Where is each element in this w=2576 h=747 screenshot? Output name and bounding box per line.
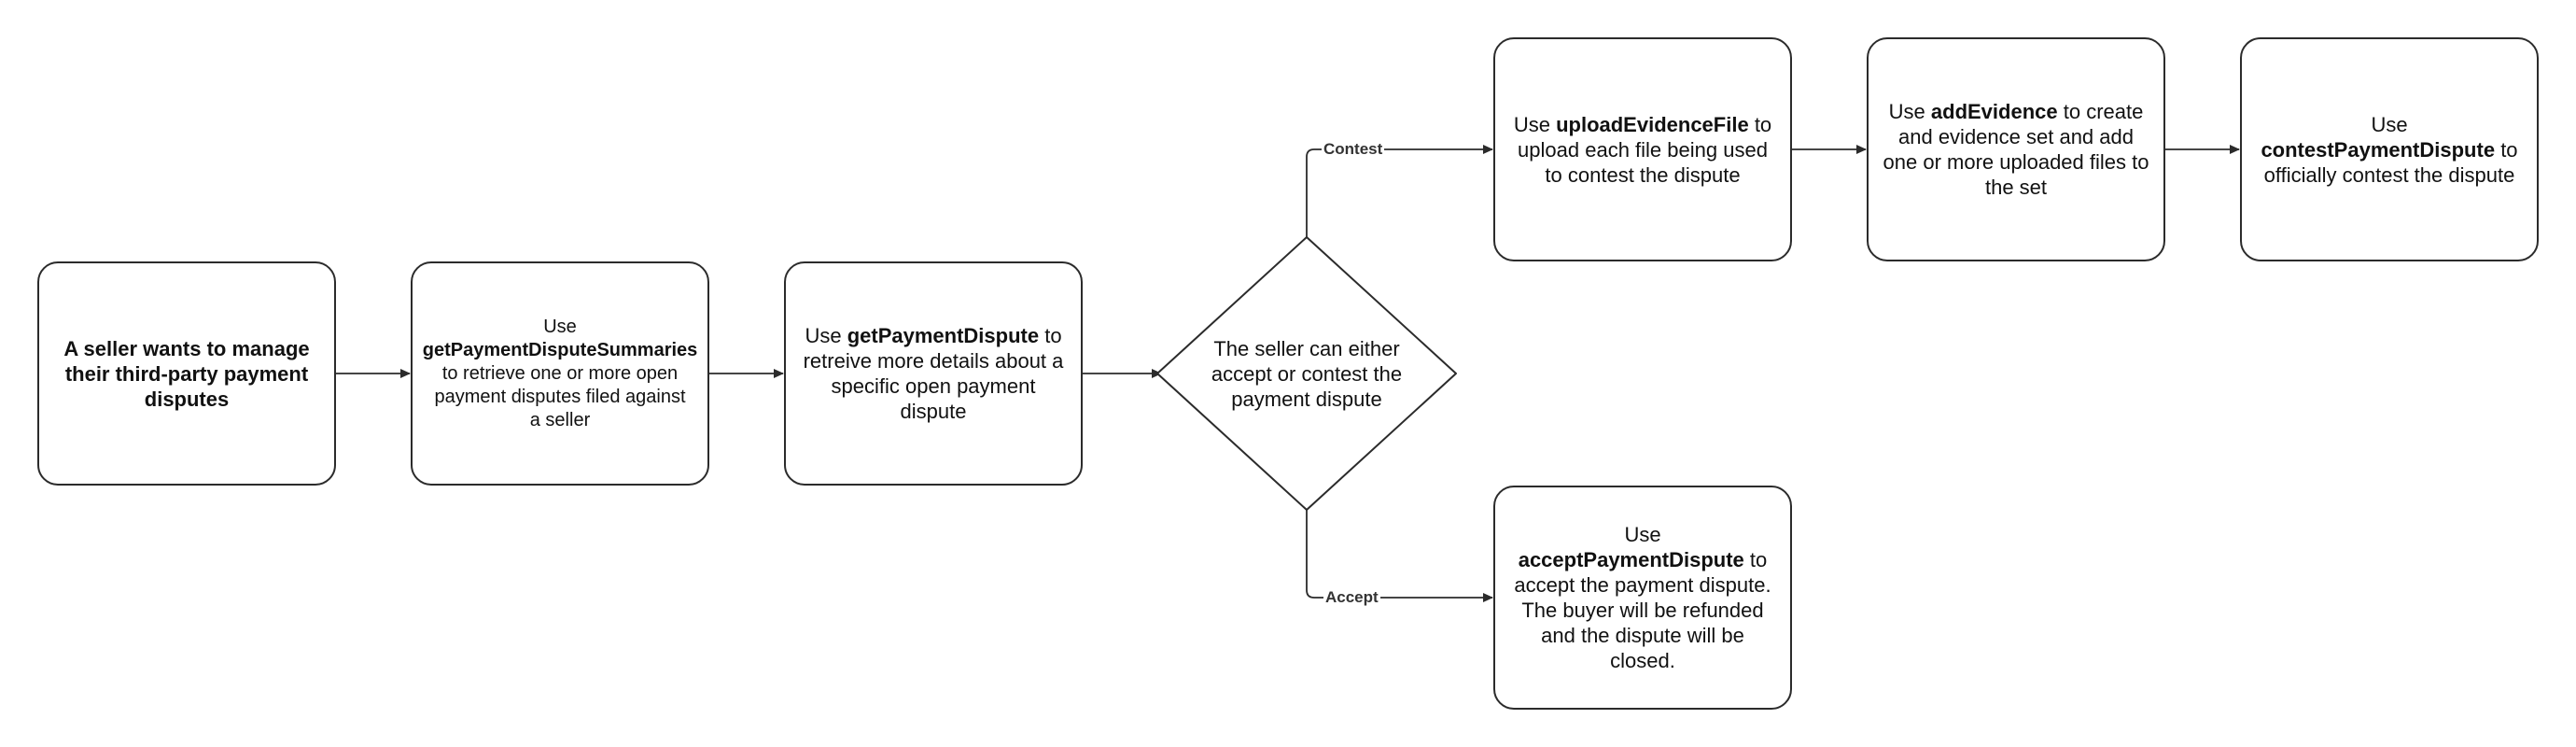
add-evidence-text: Use addEvidence to create and evidence s… (1882, 99, 2150, 200)
get-dispute-description: to retreive more details about a specifi… (803, 324, 1064, 423)
get-dispute-text: Use getPaymentDispute to retreive more d… (803, 323, 1064, 424)
contest-dispute-node: Use contestPaymentDispute to officially … (2240, 37, 2539, 261)
edge-decision-to-upload (1306, 145, 1493, 237)
upload-evidence-prefix: Use (1513, 112, 1550, 136)
contest-dispute-prefix: Use (2371, 112, 2408, 136)
decision-text: The seller can either accept or contest … (1199, 317, 1414, 430)
accept-dispute-prefix: Use (1624, 523, 1661, 546)
decision-label: The seller can either accept or contest … (1211, 336, 1403, 411)
get-summaries-prefix: Use (543, 316, 577, 337)
get-summaries-description: to retrieve one or more open payment dis… (434, 362, 686, 430)
get-summaries-node: Use getPaymentDisputeSummaries to retrie… (411, 261, 709, 486)
get-dispute-api-name: getPaymentDispute (847, 324, 1040, 347)
edge-decision-to-accept (1306, 510, 1493, 602)
upload-evidence-text: Use uploadEvidenceFile to upload each fi… (1508, 112, 1777, 188)
get-summaries-api-name: getPaymentDisputeSummaries (422, 339, 698, 360)
contest-dispute-api-name: contestPaymentDispute (2261, 137, 2496, 162)
contest-edge-label: Contest (1322, 140, 1385, 159)
contest-dispute-description: to officially contest the dispute (2263, 137, 2518, 187)
accept-dispute-text: acceptPaymentDispute to accept the payme… (1510, 547, 1775, 673)
upload-evidence-description: to upload each file being used to contes… (1518, 112, 1772, 187)
upload-evidence-node: Use uploadEvidenceFile to upload each fi… (1493, 37, 1792, 261)
add-evidence-description: to create and evidence set and add one o… (1883, 100, 2149, 199)
add-evidence-node: Use addEvidence to create and evidence s… (1867, 37, 2165, 261)
accept-dispute-node: Use acceptPaymentDispute to accept the p… (1493, 486, 1792, 710)
add-evidence-prefix: Use (1888, 100, 1925, 123)
get-dispute-prefix: Use (805, 324, 842, 347)
accept-edge-label: Accept (1323, 588, 1380, 607)
get-dispute-node: Use getPaymentDispute to retreive more d… (784, 261, 1083, 486)
contest-dispute-text: contestPaymentDispute to officially cont… (2253, 137, 2526, 188)
upload-evidence-api-name: uploadEvidenceFile (1556, 112, 1749, 136)
accept-dispute-api-name: acceptPaymentDispute (1518, 548, 1744, 571)
accept-dispute-description: to accept the payment dispute. The buyer… (1514, 548, 1771, 672)
start-node-text: A seller wants to manage their third-par… (63, 336, 310, 411)
start-node: A seller wants to manage their third-par… (37, 261, 336, 486)
add-evidence-api-name: addEvidence (1930, 100, 2058, 123)
